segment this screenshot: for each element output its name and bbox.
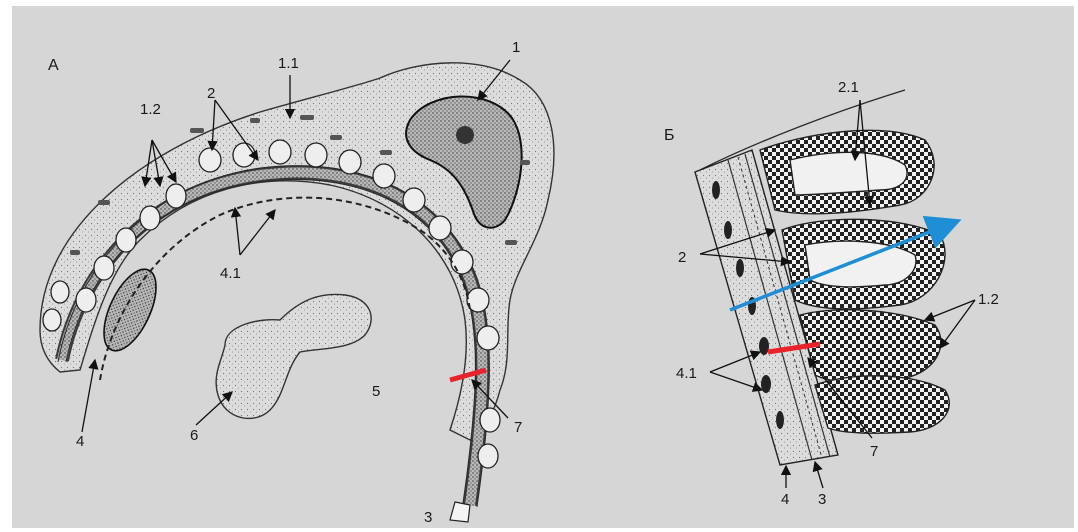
label-1: 1 [512, 39, 520, 56]
label-5: 5 [372, 383, 380, 400]
label-4-1-b: 4.1 [676, 365, 697, 382]
label-7-a: 7 [514, 419, 522, 436]
panel-b-letter: Б [664, 127, 675, 144]
capillary-end [450, 502, 470, 522]
label-2-1-b: 2.1 [838, 79, 859, 96]
erythrocyte-shape [216, 294, 371, 418]
label-2-b: 2 [678, 249, 686, 266]
label-1-1: 1.1 [278, 55, 299, 72]
panel-b: Б 2.1 2 1.2 4.1 7 4 3 [664, 79, 999, 508]
label-4-b: 4 [781, 491, 789, 508]
label-3-b: 3 [818, 491, 826, 508]
label-6: 6 [190, 427, 198, 444]
label-1-2-b: 1.2 [978, 291, 999, 308]
panel-a: А 1 1.1 1.2 2 3 4 4.1 5 6 7 [40, 39, 554, 526]
label-1-2-a: 1.2 [140, 101, 161, 118]
label-4-1-a: 4.1 [220, 265, 241, 282]
label-3-a: 3 [424, 509, 432, 526]
label-4-a: 4 [76, 433, 84, 450]
label-2-a: 2 [207, 85, 215, 102]
panel-a-letter: А [48, 57, 59, 74]
label-7-b: 7 [870, 443, 878, 460]
